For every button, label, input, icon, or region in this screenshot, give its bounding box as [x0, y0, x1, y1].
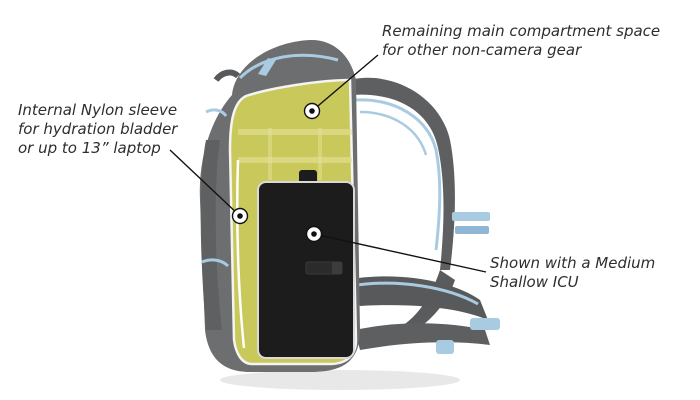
callout-line: for other non-camera gear — [382, 41, 582, 59]
leader-lines — [169, 54, 487, 273]
callout-line: for hydration bladder — [18, 120, 178, 138]
callout-line: Shown with a Medium — [490, 254, 656, 272]
callout-marker-main — [303, 102, 321, 120]
callout-marker-icu — [305, 225, 323, 243]
nylon-sleeve-edge — [236, 159, 246, 349]
ground-shadow — [220, 370, 460, 390]
leader-main-compartment — [311, 54, 379, 112]
callout-line: or up to 13” laptop — [18, 139, 161, 157]
leader-nylon-sleeve — [169, 149, 241, 217]
callout-main-compartment: Remaining main compartment space for oth… — [382, 22, 660, 60]
callout-nylon-sleeve: Internal Nylon sleeve for hydration blad… — [18, 101, 177, 158]
icu-insert — [257, 170, 355, 359]
callout-marker-sleeve — [231, 207, 249, 225]
hip-belt — [345, 276, 500, 354]
callout-line: Shallow ICU — [490, 273, 579, 291]
callout-icu: Shown with a Medium Shallow ICU — [490, 254, 655, 292]
callout-line: Internal Nylon sleeve — [18, 101, 178, 119]
leader-icu — [313, 233, 487, 273]
callout-line: Remaining main compartment space — [382, 22, 661, 40]
